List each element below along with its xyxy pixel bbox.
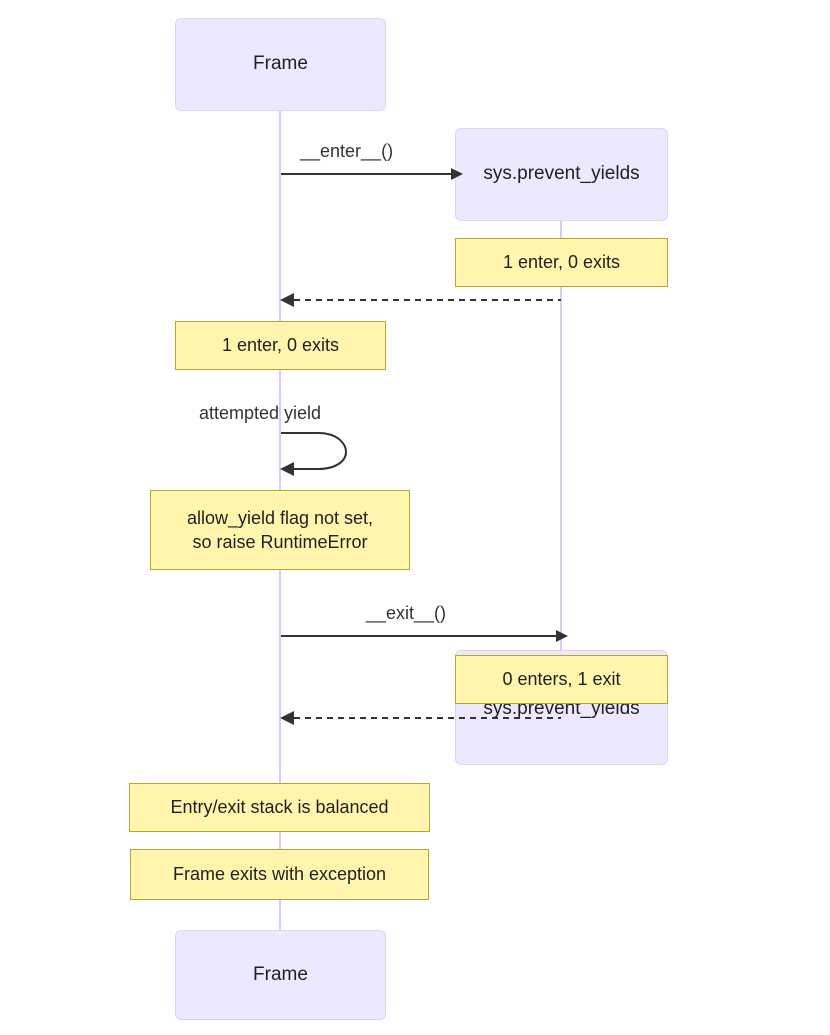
- message-attempted-yield-label: attempted yield: [199, 403, 322, 423]
- note-allow-yield-runtimeerror: allow_yield flag not set, so raise Runti…: [150, 490, 410, 570]
- note-frame-exits-with-exception: Frame exits with exception: [130, 849, 429, 900]
- note-frame-1-enter-0-exits: 1 enter, 0 exits: [175, 321, 386, 370]
- message-enter-label: __enter__(): [300, 141, 394, 161]
- note-sys-0-enters-1-exit-text: 0 enters, 1 exit: [502, 669, 621, 690]
- lifeline-sys: [560, 220, 562, 650]
- note-entry-exit-balanced-text: Entry/exit stack is balanced: [170, 797, 389, 818]
- note-frame-exits-with-exception-text: Frame exits with exception: [172, 864, 387, 885]
- participant-frame-bottom-label: Frame: [253, 963, 308, 985]
- participant-sys-top-label: sys.prevent_yields: [483, 163, 640, 185]
- participant-frame-top[interactable]: Frame: [175, 18, 386, 111]
- message-exit-arrow: [279, 628, 569, 644]
- note-allow-yield-runtimeerror-text: allow_yield flag not set, so raise Runti…: [186, 507, 374, 552]
- note-sys-0-enters-1-exit: 0 enters, 1 exit: [455, 655, 668, 704]
- message-enter-return-arrow: [276, 292, 566, 308]
- participant-frame-bottom[interactable]: Frame: [175, 930, 386, 1020]
- message-attempted-yield-arrow: [272, 425, 362, 477]
- participant-sys-top[interactable]: sys.prevent_yields: [455, 128, 668, 221]
- message-exit-return-arrow: [276, 710, 566, 726]
- message-exit-label: __exit__(): [366, 603, 447, 623]
- participant-frame-top-label: Frame: [253, 53, 308, 75]
- note-sys-1-enter-0-exits: 1 enter, 0 exits: [455, 238, 668, 287]
- message-enter-arrow: [279, 166, 564, 182]
- note-entry-exit-balanced: Entry/exit stack is balanced: [129, 783, 430, 832]
- note-frame-1-enter-0-exits-text: 1 enter, 0 exits: [221, 335, 340, 356]
- note-sys-1-enter-0-exits-text: 1 enter, 0 exits: [502, 252, 621, 273]
